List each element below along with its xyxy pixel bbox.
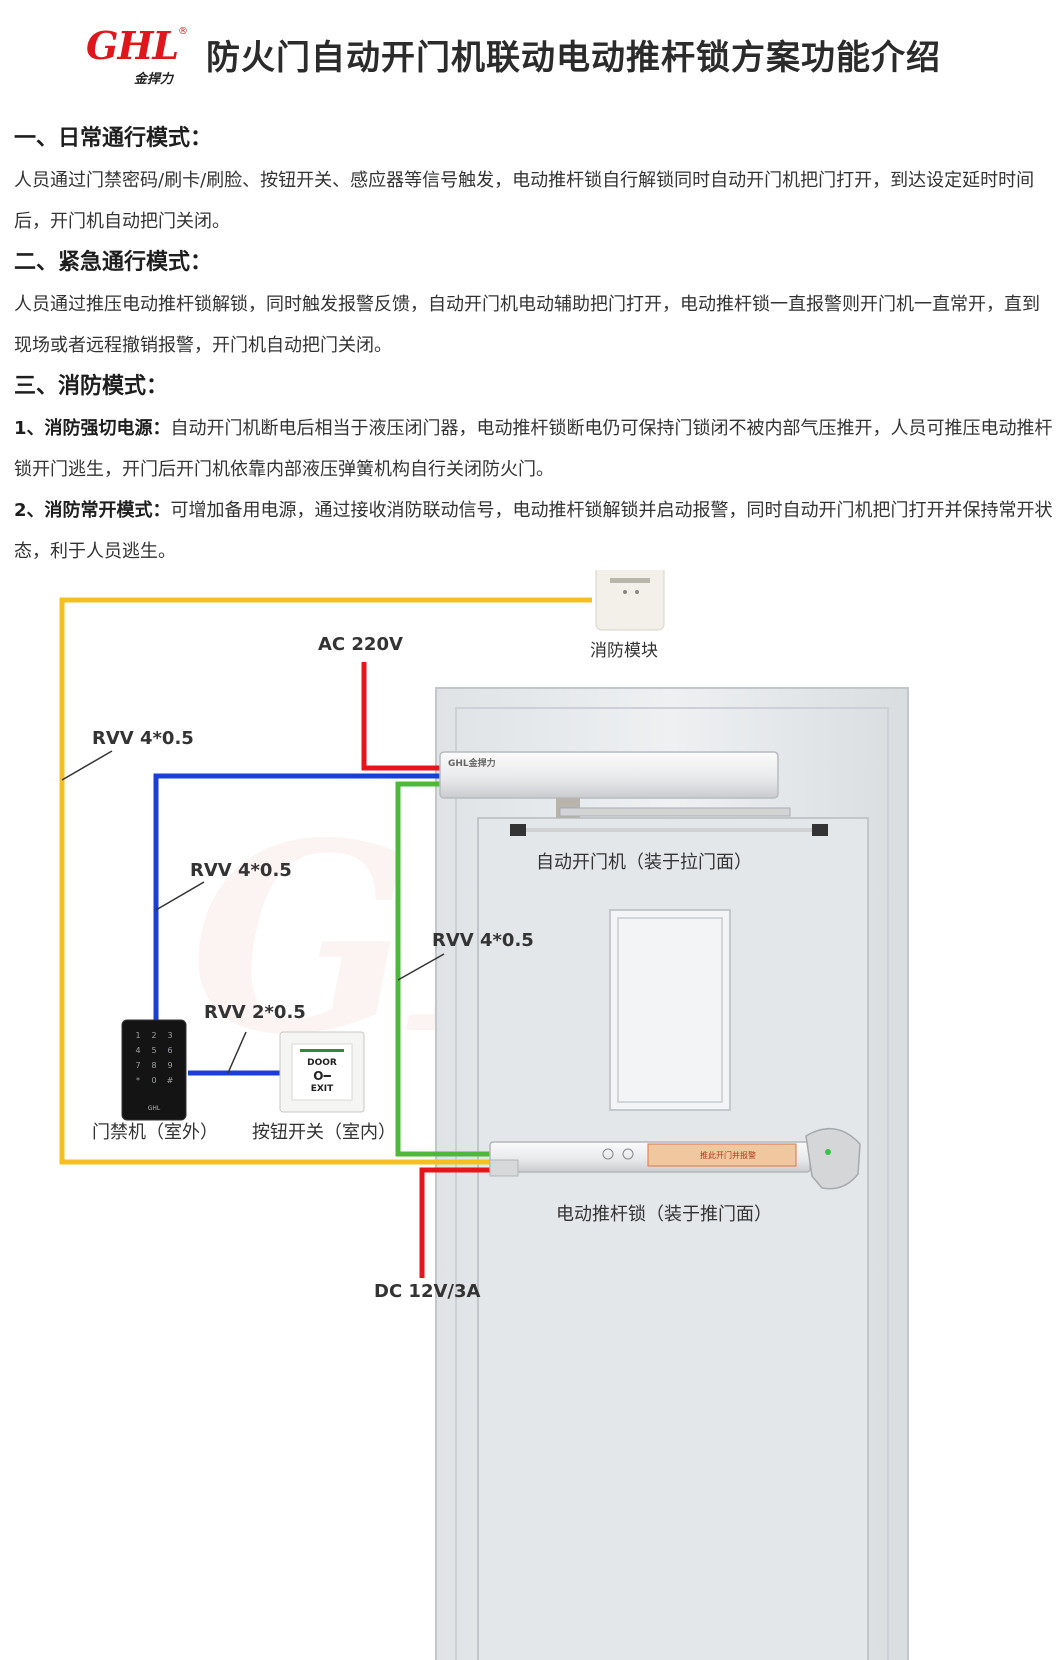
keypad-key: 5: [151, 1046, 156, 1055]
operator-brand: GHL金捍力: [448, 757, 496, 769]
keypad-keys: 1 2 3 4 5 6 7 8 9 * 0 #: [135, 1031, 173, 1085]
door-operator-device: GHL金捍力: [439, 751, 828, 836]
dc-power-wire: [419, 1167, 490, 1278]
description-block: 一、日常通行模式： 人员通过门禁密码/刷卡/刷脸、按钮开关、感应器等信号触发，电…: [14, 118, 1054, 572]
keypad-key: 6: [167, 1046, 172, 1055]
ac-power-label: AC 220V: [318, 634, 403, 655]
access-control-device: 1 2 3 4 5 6 7 8 9 * 0 # GHL: [121, 1019, 187, 1121]
keypad-key: 3: [167, 1031, 172, 1040]
green-wire: [395, 781, 490, 1157]
logo-subtitle: 金捍力: [134, 72, 174, 87]
fire-module-device: [595, 570, 665, 631]
brand-logo: GHL ® 金捍力: [86, 23, 188, 88]
exit-button-face-top: DOOR: [307, 1058, 337, 1068]
keypad-key: 7: [135, 1061, 140, 1070]
blue-cable-label: RVV 4*0.5: [190, 860, 292, 881]
vision-panel: [609, 909, 731, 1111]
fire-mode-item-1: 1、消防强切电源：自动开门机断电后相当于液压闭门器，电动推杆锁断电仍可保持门锁闭…: [14, 408, 1054, 490]
logo-mark: GHL: [86, 23, 179, 68]
push-bar-lock-label: 电动推杆锁（装于推门面）: [556, 1204, 772, 1225]
push-bar-sticker: 推此开门并报警: [700, 1150, 756, 1160]
registered-mark-icon: ®: [178, 26, 188, 37]
button-cable-label: RVV 2*0.5: [204, 1002, 306, 1023]
page-title: 防火门自动开门机联动电动推杆锁方案功能介绍: [206, 38, 941, 78]
blue-wire: [153, 773, 440, 1020]
section-heading-daily: 一、日常通行模式：: [14, 126, 213, 151]
green-cable-label: RVV 4*0.5: [432, 930, 534, 951]
push-bar-lock-device: 推此开门并报警: [489, 1127, 861, 1190]
exit-button-label: 按钮开关（室内）: [252, 1122, 396, 1143]
yellow-cable-label: RVV 4*0.5: [92, 728, 194, 749]
section-heading-emergency: 二、紧急通行模式：: [14, 250, 213, 275]
section-text-emergency: 人员通过推压电动推杆锁解锁，同时触发报警反馈，自动开门机电动辅助把门打开，电动推…: [14, 294, 1040, 356]
fire-mode-item-2-text: 可增加备用电源，通过接收消防联动信号，电动推杆锁解锁并启动报警，同时自动开门机把…: [14, 500, 1053, 562]
fire-mode-item-2: 2、消防常开模式：可增加备用电源，通过接收消防联动信号，电动推杆锁解锁并启动报警…: [14, 490, 1054, 572]
keypad-key: 4: [135, 1046, 140, 1055]
keypad-key: #: [167, 1076, 174, 1085]
exit-button-device: DOOR O━ EXIT: [279, 1031, 365, 1113]
blue-wire-pointer: [155, 881, 205, 911]
ac-power-wire: [361, 662, 440, 771]
fire-mode-item-1-text: 自动开门机断电后相当于液压闭门器，电动推杆锁断电仍可保持门锁闭不被内部气压推开，…: [14, 418, 1053, 480]
exit-button-face-bottom: EXIT: [311, 1084, 334, 1094]
key-icon: O━: [313, 1069, 331, 1083]
keypad-key: 2: [151, 1031, 156, 1040]
keypad-key: 0: [151, 1076, 156, 1085]
keypad-key: 1: [135, 1031, 140, 1040]
fire-mode-item-1-lead: 1、消防强切电源：: [14, 418, 171, 439]
door-operator-label: 自动开门机（装于拉门面）: [536, 852, 752, 873]
wiring-diagram: GHL 消防模块 RVV 4*0.5 AC 220V RVV 4*0.5 RVV…: [59, 570, 909, 1660]
button-wire-pointer: [227, 1031, 247, 1074]
page-header: GHL ® 金捍力 防火门自动开门机联动电动推杆锁方案功能介绍: [0, 23, 1060, 88]
yellow-wire-pointer: [61, 750, 113, 781]
section-heading-fire: 三、消防模式：: [14, 374, 169, 399]
svg-text:GHL: GHL: [148, 1105, 161, 1112]
access-control-label: 门禁机（室外）: [92, 1122, 218, 1143]
green-wire-pointer: [397, 953, 445, 981]
fire-module-label: 消防模块: [590, 641, 658, 661]
section-text-daily: 人员通过门禁密码/刷卡/刷脸、按钮开关、感应器等信号触发，电动推杆锁自行解锁同时…: [14, 170, 1035, 232]
door-frame-inner: [455, 707, 889, 1660]
keypad-key: 9: [167, 1061, 172, 1070]
vision-glass: [617, 917, 723, 1103]
yellow-wire: [59, 597, 592, 1165]
dc-power-label: DC 12V/3A: [374, 1281, 480, 1302]
fire-mode-item-2-lead: 2、消防常开模式：: [14, 500, 171, 521]
keypad-key: 8: [151, 1061, 156, 1070]
keypad-key: *: [136, 1076, 140, 1085]
